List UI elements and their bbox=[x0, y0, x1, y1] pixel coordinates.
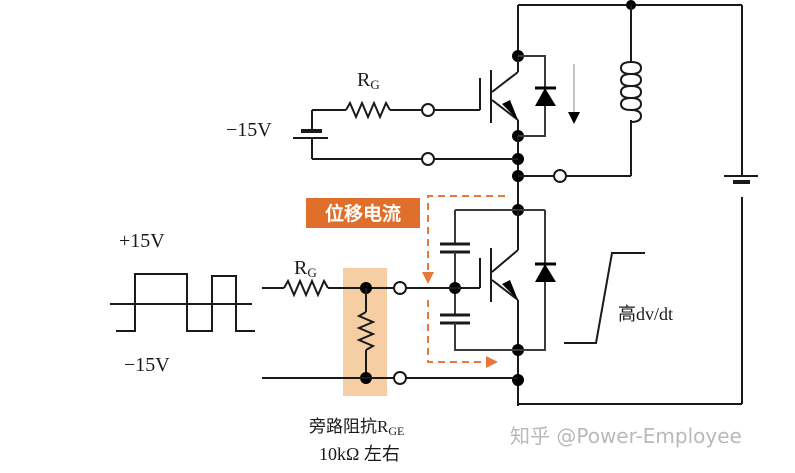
parasitic-capacitors-icon bbox=[440, 210, 518, 351]
displacement-current-path bbox=[422, 195, 505, 368]
midpoint-node bbox=[512, 136, 553, 210]
load-inductor-icon bbox=[553, 0, 643, 183]
neg15v-label: −15V bbox=[124, 354, 170, 376]
lower-gate-drive bbox=[262, 278, 518, 385]
upper-igbt-icon bbox=[428, 50, 556, 142]
lower-rg-label: RG bbox=[294, 257, 317, 280]
displacement-current-label-bg bbox=[306, 198, 420, 228]
upper-neg15v-label: −15V bbox=[226, 119, 272, 141]
watermark: 知乎 @Power-Employee bbox=[510, 424, 742, 448]
upper-rg-label: RG bbox=[357, 69, 380, 92]
bypass-resistor-value: 10kΩ 左右 bbox=[319, 444, 400, 464]
current-direction-arrow-icon bbox=[568, 64, 580, 124]
dc-supply-battery-icon bbox=[724, 175, 758, 184]
gate-pulse-waveform-icon bbox=[110, 273, 255, 332]
lower-igbt-icon bbox=[455, 204, 556, 406]
pos15v-label: +15V bbox=[119, 230, 165, 252]
displacement-current-label: 位移电流 bbox=[325, 202, 401, 225]
high-dvdt-label: 高dv/dt bbox=[618, 304, 673, 324]
dvdt-waveform-icon bbox=[564, 252, 645, 344]
power-rails bbox=[517, 4, 743, 405]
upper-gate-drive bbox=[293, 100, 518, 166]
bypass-resistor-label: 旁路阻抗RGE bbox=[309, 417, 404, 438]
